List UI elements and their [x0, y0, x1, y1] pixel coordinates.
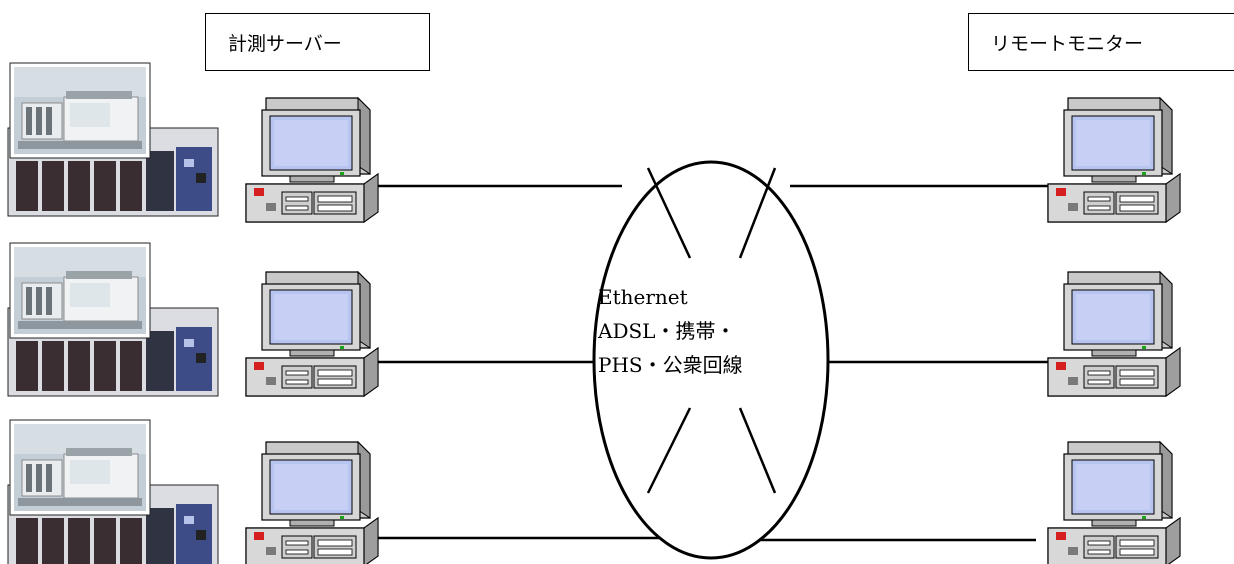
network-type-phs: PHS — [598, 353, 643, 377]
network-type-public-line: ・公衆回線 — [643, 353, 743, 377]
server-label: 計測サーバー — [205, 13, 430, 71]
network-type-ethernet: Ethernet — [598, 280, 838, 314]
network-type-adsl: ADSL — [598, 319, 655, 343]
server-computer-icon — [246, 442, 378, 564]
server-computer-icon — [246, 272, 378, 396]
server-label-text: 計測サーバー — [228, 29, 342, 56]
measuring-instrument-photo — [8, 63, 218, 216]
server-computer-icon — [246, 98, 378, 222]
remote-computer-icon — [1048, 442, 1180, 564]
remote-computer-icon — [1048, 272, 1180, 396]
network-types-text: Ethernet ADSL・携帯・ PHS・公衆回線 — [598, 280, 838, 382]
measuring-instrument-photo — [8, 243, 218, 396]
network-type-mobile: ・携帯・ — [655, 319, 735, 343]
remote-monitor-label-text: リモートモニター — [991, 29, 1143, 56]
network-type-line-3: PHS・公衆回線 — [598, 348, 838, 382]
network-type-line-2: ADSL・携帯・ — [598, 314, 838, 348]
measuring-instrument-photo — [8, 420, 218, 564]
remote-computer-icon — [1048, 98, 1180, 222]
remote-monitor-label: リモートモニター — [968, 13, 1234, 71]
